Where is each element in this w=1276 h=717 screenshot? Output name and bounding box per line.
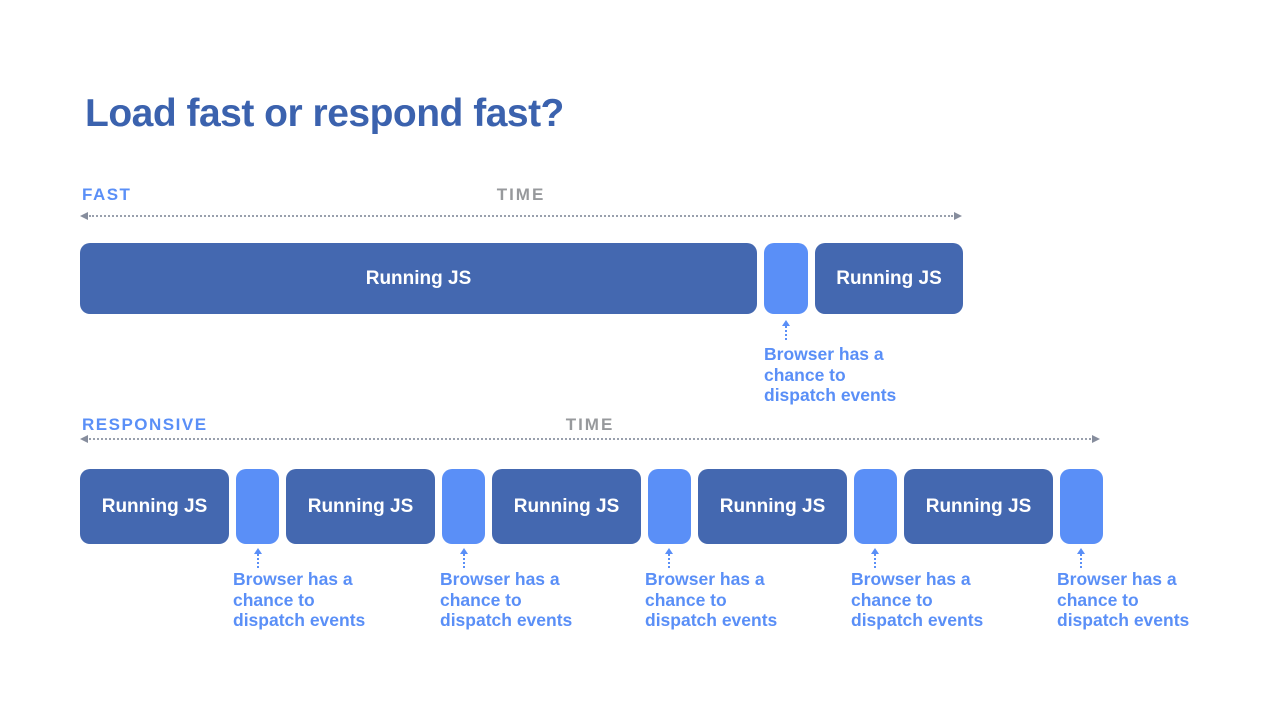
- event-gap-block: [854, 469, 897, 544]
- event-gap-block: [764, 243, 808, 314]
- annotation-line: chance to: [851, 589, 933, 610]
- annotation: Browser has a chance to dispatch events: [233, 569, 403, 631]
- up-arrow-icon: [780, 320, 792, 340]
- annotation-line: dispatch events: [851, 610, 984, 630]
- responsive-time-axis: [80, 434, 1100, 446]
- annotation-line: chance to: [645, 589, 727, 610]
- annotation-line: Browser has a: [1057, 569, 1177, 589]
- event-gap-block: [1060, 469, 1103, 544]
- fast-time-axis: [80, 211, 962, 223]
- annotation-line: chance to: [1057, 589, 1139, 610]
- axis-arrow-right-icon: [1092, 435, 1100, 443]
- axis-dotted-line: [89, 215, 953, 217]
- annotation: Browser has a chance to dispatch events: [851, 569, 1021, 631]
- running-js-bar: Running JS: [80, 469, 229, 544]
- axis-dotted-line: [89, 438, 1091, 440]
- fast-bar-row: Running JS Running JS: [80, 243, 963, 314]
- responsive-bar-row: Running JS Running JS Running JS Running…: [80, 469, 1103, 544]
- event-gap-block: [648, 469, 691, 544]
- responsive-timeline-label: RESPONSIVE: [82, 415, 208, 434]
- up-arrow-icon: [869, 548, 881, 568]
- up-arrow-icon: [663, 548, 675, 568]
- annotation: Browser has a chance to dispatch events: [1057, 569, 1227, 631]
- up-arrow-icon: [252, 548, 264, 568]
- page-title: Load fast or respond fast?: [85, 92, 564, 136]
- up-arrow-icon: [1075, 548, 1087, 568]
- annotation: Browser has a chance to dispatch events: [440, 569, 610, 631]
- axis-arrow-left-icon: [80, 212, 88, 220]
- axis-arrow-right-icon: [954, 212, 962, 220]
- annotation-line: Browser has a: [764, 344, 884, 364]
- annotation-line: dispatch events: [1057, 610, 1190, 630]
- fast-time-label: TIME: [496, 185, 546, 204]
- responsive-time-label: TIME: [565, 415, 615, 434]
- annotation: Browser has a chance to dispatch events: [764, 344, 934, 406]
- fast-timeline-label: FAST: [82, 185, 132, 204]
- annotation-line: Browser has a: [645, 569, 765, 589]
- annotation-line: Browser has a: [440, 569, 560, 589]
- annotation-line: dispatch events: [233, 610, 366, 630]
- running-js-bar: Running JS: [904, 469, 1053, 544]
- annotation-line: dispatch events: [645, 610, 778, 630]
- event-gap-block: [442, 469, 485, 544]
- annotation: Browser has a chance to dispatch events: [645, 569, 815, 631]
- running-js-bar: Running JS: [698, 469, 847, 544]
- running-js-bar: Running JS: [815, 243, 963, 314]
- axis-arrow-left-icon: [80, 435, 88, 443]
- annotation-line: dispatch events: [440, 610, 573, 630]
- annotation-line: Browser has a: [233, 569, 353, 589]
- annotation-line: Browser has a: [851, 569, 971, 589]
- event-gap-block: [236, 469, 279, 544]
- running-js-bar: Running JS: [80, 243, 757, 314]
- annotation-line: chance to: [233, 589, 315, 610]
- running-js-bar: Running JS: [492, 469, 641, 544]
- up-arrow-icon: [458, 548, 470, 568]
- running-js-bar: Running JS: [286, 469, 435, 544]
- annotation-line: chance to: [440, 589, 522, 610]
- annotation-line: dispatch events: [764, 385, 897, 405]
- annotation-line: chance to: [764, 364, 846, 385]
